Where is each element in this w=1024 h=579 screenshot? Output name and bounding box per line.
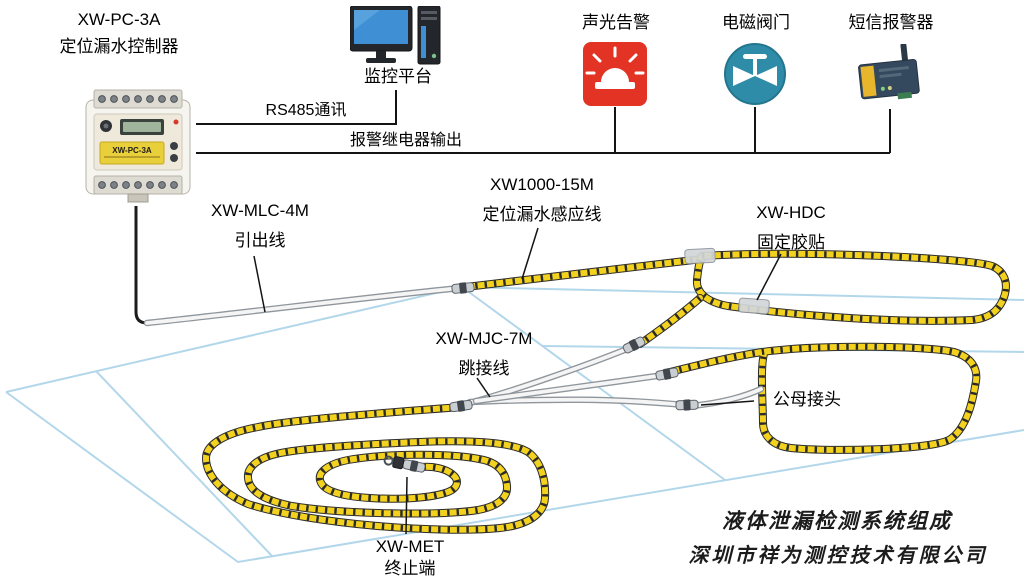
valve-label: 电磁阀门 — [722, 13, 790, 32]
sensing-cable-label: XW1000-15M 定位漏水感应线 — [482, 175, 602, 224]
sensing-cable-spiral — [206, 407, 545, 530]
fixing-patch-label: XW-HDC 固定胶贴 — [756, 203, 826, 252]
device-plate-text: XW-PC-3A — [112, 146, 152, 155]
monitor-label: 监控平台 — [364, 67, 432, 86]
controller-name: 定位漏水控制器 — [59, 37, 179, 56]
label-leaders — [253, 227, 782, 535]
sms-alarm-icon — [852, 42, 928, 108]
company-name: 深圳市祥为测控技术有限公司 — [688, 545, 988, 567]
jumper-cable-label: XW-MJC-7M 跳接线 — [435, 329, 533, 378]
sound-light-alarm-label: 声光告警 — [582, 13, 650, 32]
controller-label: XW-PC-3A 定位漏水控制器 — [24, 6, 214, 60]
device-label-plate — [99, 141, 165, 165]
fixing-patch — [738, 297, 770, 315]
relay-output-label: 报警继电器输出 — [349, 132, 462, 149]
controller-button — [170, 154, 178, 162]
sound-light-alarm-icon — [583, 42, 647, 106]
leak-controller-device: XW-PC-3A — [84, 86, 196, 206]
connector-label: 公母接头 — [773, 390, 841, 409]
controller-model: XW-PC-3A — [77, 10, 161, 29]
sms-alarm-label: 短信报警器 — [848, 13, 934, 32]
cable-connector — [621, 334, 647, 356]
rs485-label: RS485通讯 — [265, 102, 347, 119]
cable-connector — [448, 398, 474, 414]
controller-button — [170, 142, 178, 150]
system-title: 液体泄漏检测系统组成 — [722, 509, 952, 533]
relay-output-line — [196, 107, 891, 154]
rs485-line — [196, 90, 397, 125]
status-led — [173, 119, 179, 125]
terminator — [383, 455, 427, 475]
male-female-connector — [675, 398, 699, 412]
terminator-label: XW-MET 终止端 — [375, 537, 445, 578]
cable-connector — [654, 366, 680, 382]
sensing-cable-entry — [466, 259, 702, 287]
fixing-patch — [684, 247, 716, 265]
solenoid-valve-icon — [723, 42, 787, 106]
lead-wire-label: XW-MLC-4M 引出线 — [211, 201, 309, 250]
monitor-computer-icon — [349, 5, 442, 68]
